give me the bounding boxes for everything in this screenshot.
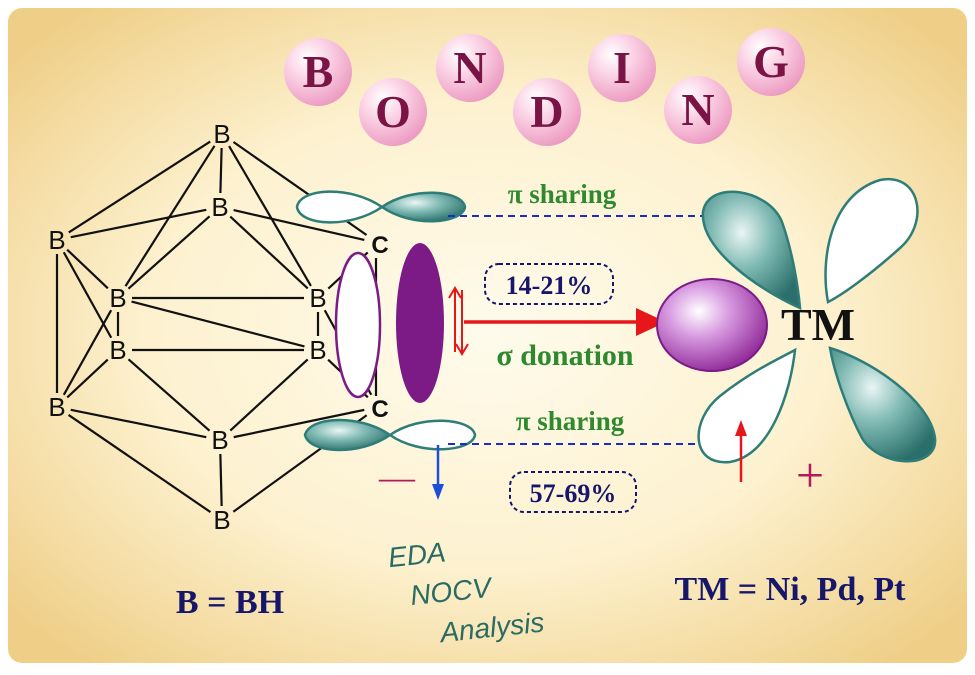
cage-bond [127, 215, 211, 290]
cage-bond [124, 145, 216, 287]
pi-percent-box [509, 471, 637, 513]
title-letter: B [303, 46, 334, 97]
legend-metal: TM = Ni, Pd, Pt [675, 571, 907, 608]
title-bubble: D [513, 78, 581, 146]
method-line-1: EDA [387, 536, 448, 573]
pi-sharing-label-bottom: π sharing [516, 406, 625, 436]
title-bubble: N [664, 76, 732, 144]
title-letter: O [375, 86, 411, 137]
cage-bond [229, 215, 309, 290]
metal-label: TM [781, 299, 855, 350]
sigma-donation-label: σ donation [496, 339, 634, 372]
carbon-atom-top: C [371, 232, 388, 259]
boron-atom: B [213, 505, 230, 535]
cage-bond [68, 140, 211, 234]
title-letter: D [530, 86, 563, 137]
metal-d-orbital [697, 177, 937, 464]
cage-bond [70, 408, 207, 439]
title-letter: N [681, 84, 714, 135]
sigma-donation-arrowhead [636, 308, 666, 336]
boron-atom: B [309, 283, 326, 313]
boron-atom: B [211, 425, 228, 455]
metal-sigma-orbital [656, 278, 768, 372]
title-bubble: I [588, 34, 656, 102]
title-bubble: O [359, 78, 427, 146]
cage-bond [219, 147, 223, 194]
title-bubble: N [436, 34, 504, 102]
boron-atom: B [48, 392, 65, 422]
electron-pair-arrows [448, 286, 469, 356]
cage-bond [233, 209, 365, 241]
title-letter: I [613, 42, 631, 93]
boron-atom: B [211, 192, 228, 222]
spin-arrow-up [735, 420, 747, 482]
title-letter: N [453, 42, 486, 93]
legend-boron: B = BH [176, 584, 284, 621]
carbon-p-orbital-bottom [303, 418, 477, 452]
sigma-percent-box [484, 263, 614, 305]
cage-bond [70, 208, 207, 239]
cage-bond [66, 358, 109, 399]
boron-atom: B [109, 283, 126, 313]
pi-sharing-label-top: π sharing [508, 179, 617, 209]
boron-atom: B [213, 119, 230, 149]
cage-bond [67, 414, 212, 513]
carbon-p-orbital-top [295, 190, 467, 224]
cage-bond [127, 358, 211, 432]
title-bubble: B [284, 38, 352, 106]
cage-bond [233, 408, 365, 439]
title-bubble: G [737, 28, 805, 96]
spin-arrow-down [432, 445, 444, 500]
cage-bond [228, 145, 312, 287]
pi-percent: 57-69% [530, 479, 617, 508]
cage-bond [219, 453, 223, 507]
plus-sign: + [796, 447, 824, 503]
cage-bond [229, 358, 309, 432]
cage-bond [131, 300, 305, 348]
boron-atom: B [48, 225, 65, 255]
title-letter: G [753, 36, 789, 87]
sigma-orbital-filled [396, 243, 444, 403]
sigma-percent: 14-21% [506, 271, 593, 300]
cage-bond [62, 309, 113, 396]
carbon-atom-bottom: C [371, 396, 388, 423]
boron-atom: B [109, 335, 126, 365]
boron-atom: B [309, 335, 326, 365]
cage-bond [66, 248, 109, 290]
minus-sign: — [378, 457, 416, 497]
background-panel [8, 8, 967, 663]
sigma-orbital-outline [334, 251, 382, 399]
